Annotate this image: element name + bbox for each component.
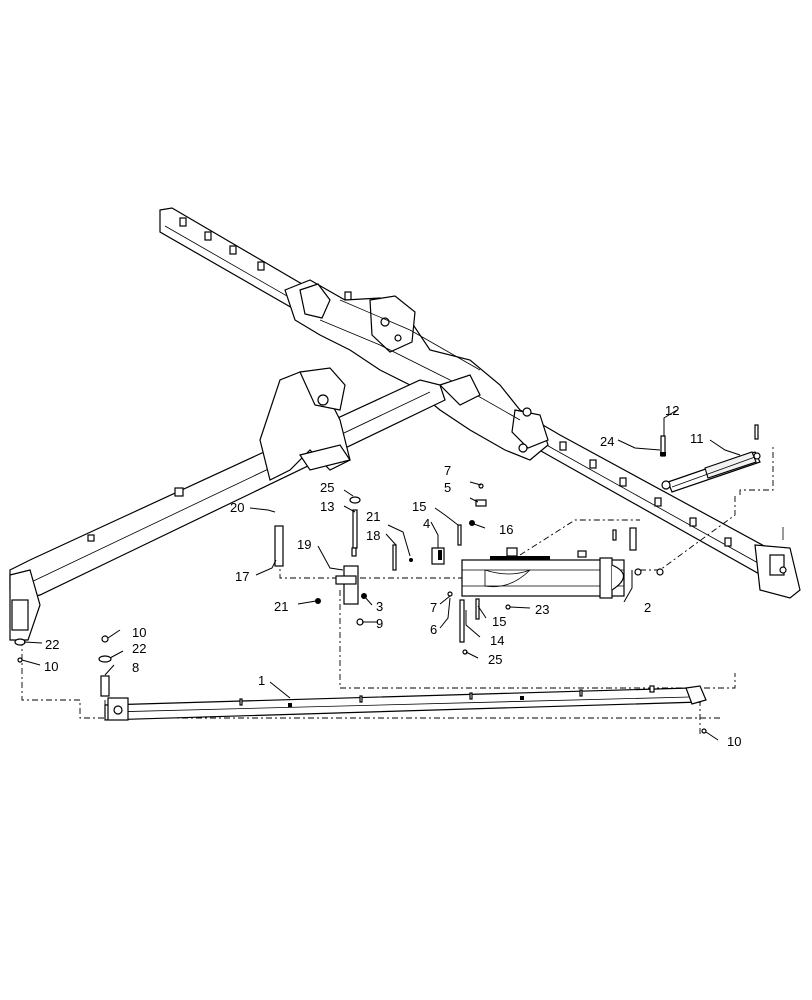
center-hitch-assembly xyxy=(284,279,549,461)
callout-1: 1 xyxy=(258,673,265,688)
callout-9: 9 xyxy=(376,616,383,631)
callout-4: 4 xyxy=(423,516,430,531)
callout-18: 18 xyxy=(366,528,380,543)
callout-15-lower: 15 xyxy=(492,614,506,629)
callout-10-bar-left: 10 xyxy=(132,625,146,640)
callout-25-lower: 25 xyxy=(488,652,502,667)
part-11-cylinder xyxy=(661,451,761,493)
callout-7-upper: 7 xyxy=(444,463,451,478)
callout-25-upper: 25 xyxy=(320,480,334,495)
callout-13: 13 xyxy=(320,499,334,514)
callout-11: 11 xyxy=(690,431,704,446)
callout-7-lower: 7 xyxy=(430,600,437,615)
assembly-dashed-lines xyxy=(21,445,774,735)
callout-21-upper: 21 xyxy=(366,509,380,524)
callout-24: 24 xyxy=(600,434,614,449)
leader-lines xyxy=(21,409,741,741)
callout-8: 8 xyxy=(132,660,139,675)
callout-6: 6 xyxy=(430,622,437,637)
callout-15-upper: 15 xyxy=(412,499,426,514)
small-hardware xyxy=(14,424,784,734)
callout-17: 17 xyxy=(235,569,249,584)
callout-labels: 1 2 3 4 5 6 7 7 8 9 10 10 10 11 12 13 14… xyxy=(44,403,741,749)
callout-12: 12 xyxy=(665,403,679,418)
callout-5: 5 xyxy=(444,480,451,495)
lower-frame-beam xyxy=(9,367,446,641)
callout-14: 14 xyxy=(490,633,504,648)
callout-19: 19 xyxy=(297,537,311,552)
callout-10-frame-left: 10 xyxy=(44,659,58,674)
part-2-channel-tube xyxy=(461,547,625,599)
callout-22-frame-left: 22 xyxy=(45,637,59,652)
callout-20: 20 xyxy=(230,500,244,515)
part-1-long-bar xyxy=(104,685,707,721)
right-end-bracket xyxy=(754,544,801,599)
callout-2: 2 xyxy=(644,600,651,615)
callout-21-left: 21 xyxy=(274,599,288,614)
callout-16: 16 xyxy=(499,522,513,537)
callout-3: 3 xyxy=(376,599,383,614)
callout-22-bar-left: 22 xyxy=(132,641,146,656)
callout-23: 23 xyxy=(535,602,549,617)
callout-10-bar-right: 10 xyxy=(727,734,741,749)
